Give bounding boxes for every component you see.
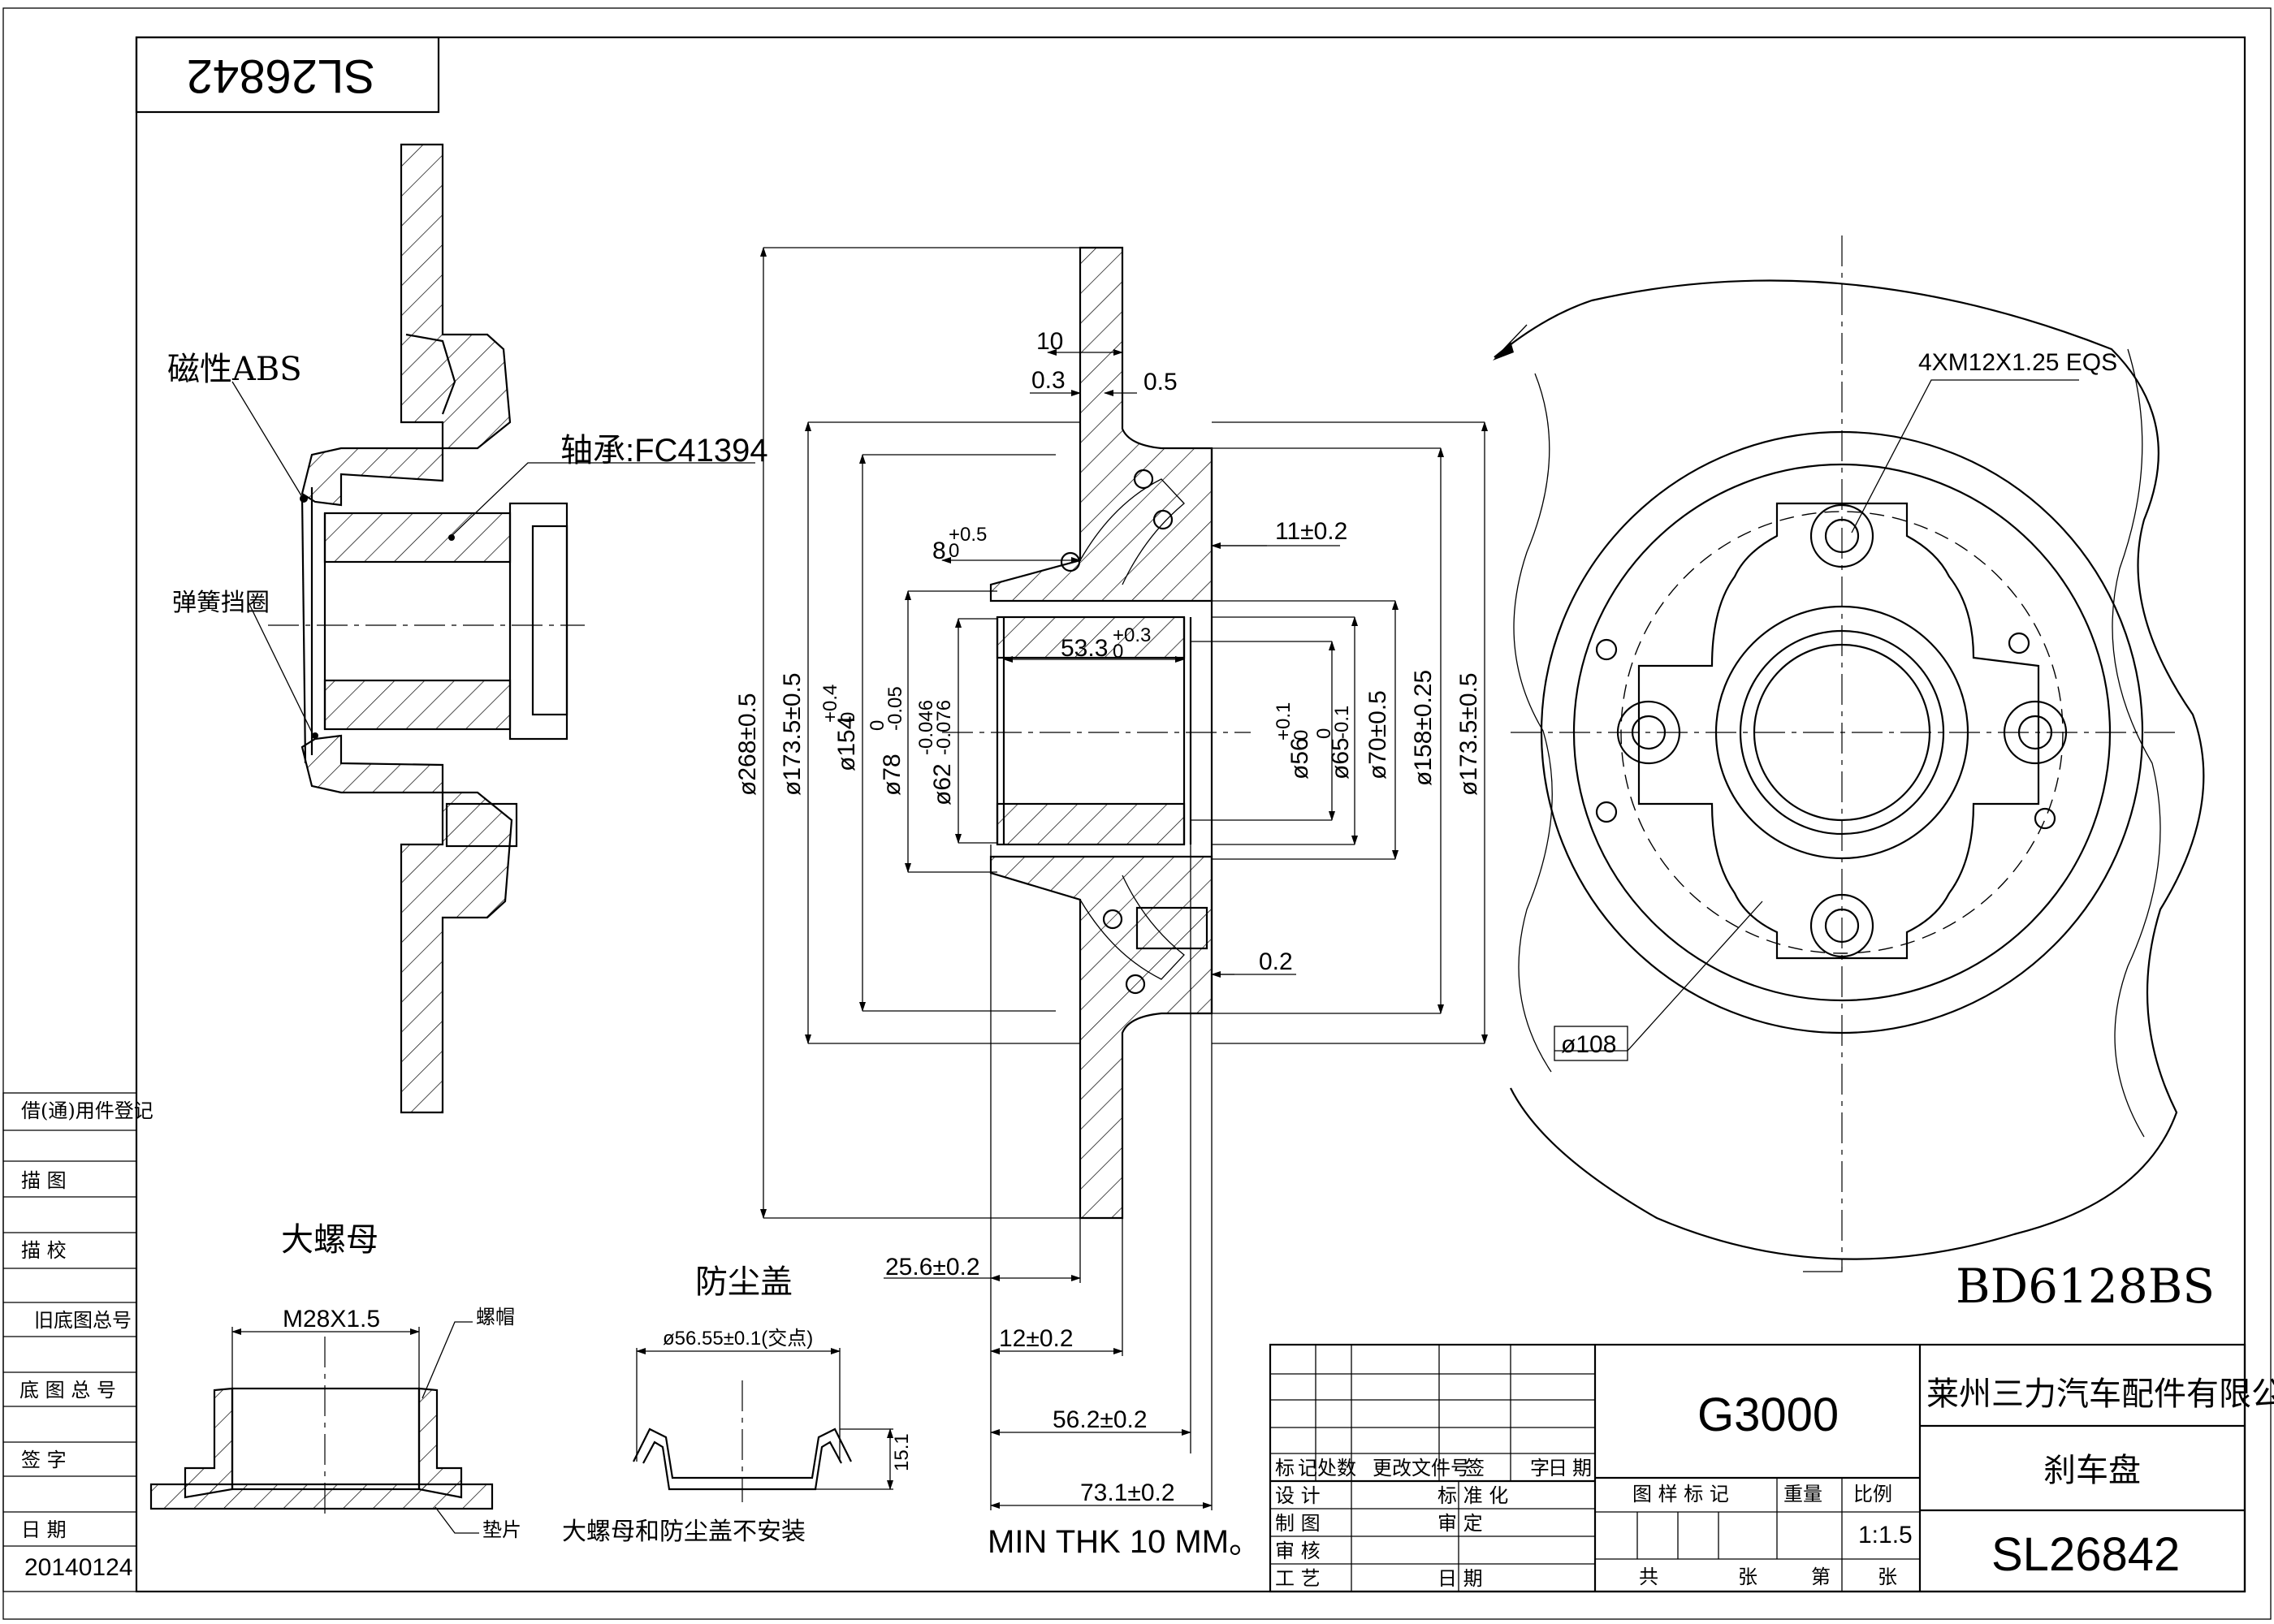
role-3: 审 核 [1275,1540,1321,1562]
dim-w533: 53.3 [1061,635,1108,662]
company-name: 莱州三力汽车配件有限公司 [1926,1376,2274,1413]
dim-d268: ø268±0.5 [734,693,761,796]
bearing-label: 轴承:FC41394 [560,433,768,469]
dim-d173-left: ø173.5±0.5 [779,672,806,796]
mirrored-code-text: SL26842 [187,50,375,102]
dim-d56: ø56 [1286,737,1313,780]
bolt-callout: 4XM12X1.25 EQS [1918,349,2117,376]
dim-d78-tol2: -0.05 [884,686,906,731]
strip-date: 20140124 [24,1554,132,1581]
snap-ring-label: 弹簧挡圈 [172,589,270,617]
dim-d173-right: ø173.5±0.5 [1455,672,1482,796]
part-name: 刹车盘 [2043,1452,2141,1489]
dim-d154: ø154 [833,716,860,771]
dim-w8-tol: +0.5 [949,524,987,546]
pcd-callout: ø108 [1561,1031,1616,1058]
rev-h6: 字 [1530,1457,1550,1479]
center-disc-section-view: ø268±0.5 ø173.5±0.5 ø154 +0.4 0 ø78 0 -0… [734,246,1488,1510]
sheet-label: 张 [1878,1566,1897,1588]
dim-d56-tol: +0.1 [1273,702,1295,741]
right-front-view: 4XM12X1.25 EQS ø108 [1493,235,2205,1272]
role2-3: 日 期 [1437,1567,1483,1590]
rev-h1: 标 [1275,1457,1295,1479]
strip-item-1: 借(通)用件登记 [21,1099,153,1122]
dim-d154-tol: +0.4 [819,685,841,723]
dim-d78-tol: 0 [867,720,888,731]
strip-item-4: 旧底图总号 [34,1309,132,1332]
sheets-label: 张 [1738,1566,1757,1588]
sample-mark: 图 样 标 记 [1632,1483,1729,1505]
role2-2: 审 定 [1437,1512,1483,1535]
dim-w8-tol2: 0 [949,540,959,562]
rev-h4: 更改文件号 [1373,1457,1470,1479]
sheet-no-label: 第 [1811,1566,1831,1588]
rev-h7: 日 [1548,1457,1567,1479]
strip-item-3: 描 校 [21,1239,67,1262]
dim-d158: ø158±0.25 [1410,670,1437,786]
dim-d70: ø70±0.5 [1364,690,1391,780]
dim-d78: ø78 [879,754,906,796]
total-label: 共 [1639,1566,1658,1588]
side-strip: 借(通)用件登记 描 图 描 校 旧底图总号 底 图 总 号 签 字 日 期 2… [2,1092,153,1592]
dim-w02: 0.2 [1259,948,1293,975]
role2-1: 标 准 化 [1437,1484,1508,1507]
rev-h2: 记 [1298,1457,1317,1479]
outer-border [2,7,2272,1620]
parts-not-installed-note: 大螺母和防尘盖不安装 [562,1518,806,1546]
strip-item-2: 描 图 [21,1169,67,1192]
dim-w11: 11±0.2 [1275,518,1347,545]
min-thickness-note: MIN THK 10 MM。 [988,1524,1261,1560]
drawing-number: SL26842 [1991,1528,2180,1581]
dim-w03: 0.3 [1031,367,1066,394]
dim-l73-1: 73.1±0.2 [1080,1479,1175,1506]
title-block: 标 记 处数 更改文件号 签 字 日 期 设 计 制 图 审 核 工 艺 标 准… [1269,1343,2274,1593]
strip-item-5: 底 图 总 号 [19,1379,116,1402]
scale-label: 比例 [1853,1483,1892,1505]
role-4: 工 艺 [1275,1567,1321,1590]
dim-w8: 8 [932,538,946,564]
dust-cap-diameter: ø56.55±0.1(交点) [663,1328,813,1350]
dust-cap-view: 防尘盖 ø56.55±0.1(交点) 15.1 [633,1263,913,1502]
dim-l12: 12±0.2 [999,1325,1074,1352]
nut-section-view: 大螺母 M28X1.5 螺帽 垫片 [149,1221,521,1541]
role-1: 设 计 [1275,1484,1321,1507]
abs-label: 磁性ABS [167,351,302,388]
role-2: 制 图 [1275,1512,1321,1535]
dim-d65-tol2: -0.1 [1331,706,1353,739]
strip-item-6: 签 字 [21,1449,67,1471]
dim-l56-2: 56.2±0.2 [1053,1406,1148,1433]
scale-value: 1:1.5 [1858,1522,1913,1548]
weight-label: 重量 [1783,1483,1822,1505]
dim-w05: 0.5 [1143,369,1178,395]
dim-l25-6: 25.6±0.2 [885,1254,980,1281]
nut-cap-label: 螺帽 [476,1306,515,1328]
dim-d62-tol2: -0.076 [933,700,955,755]
rev-h3: 处数 [1317,1457,1356,1479]
strip-item-7: 日 期 [21,1518,67,1541]
dim-d154-tol2: 0 [837,712,859,723]
dim-w533-tol2: 0 [1113,641,1123,663]
material: G3000 [1697,1389,1839,1441]
model-number: BD6128BS [1956,1259,2215,1314]
dim-d62-tol: -0.046 [915,700,937,755]
nut-washer-label: 垫片 [482,1518,521,1541]
dust-cap-height: 15.1 [891,1433,913,1471]
dim-d56-tol2: 0 [1290,730,1312,741]
dim-w10: 10 [1036,328,1063,355]
dim-d62: ø62 [929,763,956,806]
left-hub-section-view: 磁性ABS 弹簧挡圈 轴承:FC41394 [167,143,768,1114]
dim-w533-tol: +0.3 [1113,624,1151,646]
rev-h8: 期 [1572,1457,1592,1479]
rev-h5: 签 [1465,1457,1485,1479]
dust-cap-title: 防尘盖 [695,1263,793,1301]
dim-d65: ø65 [1327,737,1354,780]
nut-title: 大螺母 [281,1221,378,1259]
mirrored-code-box: SL26842 [135,36,440,114]
inner-border [135,36,2246,1593]
dim-d65-tol: 0 [1313,728,1335,739]
nut-thread: M28X1.5 [283,1306,380,1332]
